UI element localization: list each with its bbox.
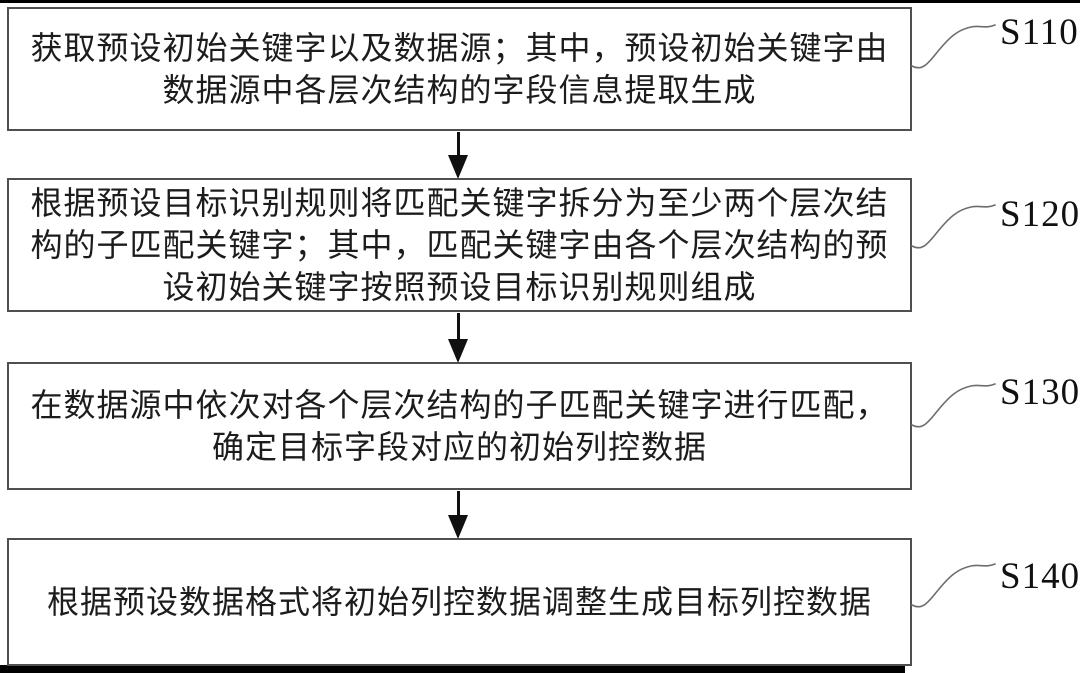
- down-arrow-icon: [447, 491, 469, 539]
- step-label-connector-line: [911, 563, 996, 608]
- step-box-s110: 获取预设初始关键字以及数据源；其中，预设初始关键字由 数据源中各层次结构的字段信…: [7, 7, 912, 131]
- down-arrow-icon: [447, 313, 469, 363]
- page-edge-top: [0, 0, 1080, 3]
- arrow-stem: [456, 491, 460, 515]
- step-label-connector-line: [911, 204, 996, 249]
- step-text-line: 根据预设目标识别规则将匹配关键字拆分为至少两个层次结: [30, 185, 889, 221]
- step-box-s140: 根据预设数据格式将初始列控数据调整生成目标列控数据: [7, 538, 912, 666]
- arrow-stem: [456, 132, 460, 155]
- step-text-line: 构的子匹配关键字；其中，匹配关键字由各个层次结构的预: [30, 227, 889, 263]
- page-edge-bottom: [0, 665, 905, 673]
- step-label-connector-line: [911, 383, 996, 428]
- arrow-head: [448, 155, 468, 179]
- step-text-line: 获取预设初始关键字以及数据源；其中，预设初始关键字由: [30, 30, 889, 66]
- step-label: S120: [1000, 194, 1080, 235]
- step-text-line: 设初始关键字按照预设目标识别规则组成: [162, 269, 757, 305]
- step-box-s130: 在数据源中依次对各个层次结构的子匹配关键字进行匹配， 确定目标字段对应的初始列控…: [7, 362, 912, 490]
- step-label-connector-line: [911, 24, 996, 69]
- step-label: S110: [1000, 12, 1079, 53]
- arrow-head: [448, 339, 468, 363]
- arrow-head: [448, 515, 468, 539]
- step-text-line: 确定目标字段对应的初始列控数据: [211, 429, 707, 465]
- step-box-s120: 根据预设目标识别规则将匹配关键字拆分为至少两个层次结 构的子匹配关键字；其中，匹…: [7, 178, 912, 312]
- step-text-line: 数据源中各层次结构的字段信息提取生成: [162, 72, 757, 108]
- step-label: S140: [1000, 556, 1080, 597]
- step-text-line: 根据预设数据格式将初始列控数据调整生成目标列控数据: [46, 584, 872, 620]
- step-label: S130: [1000, 372, 1080, 413]
- arrow-stem: [456, 313, 460, 339]
- down-arrow-icon: [447, 132, 469, 179]
- step-text-line: 在数据源中依次对各个层次结构的子匹配关键字进行匹配，: [30, 387, 889, 423]
